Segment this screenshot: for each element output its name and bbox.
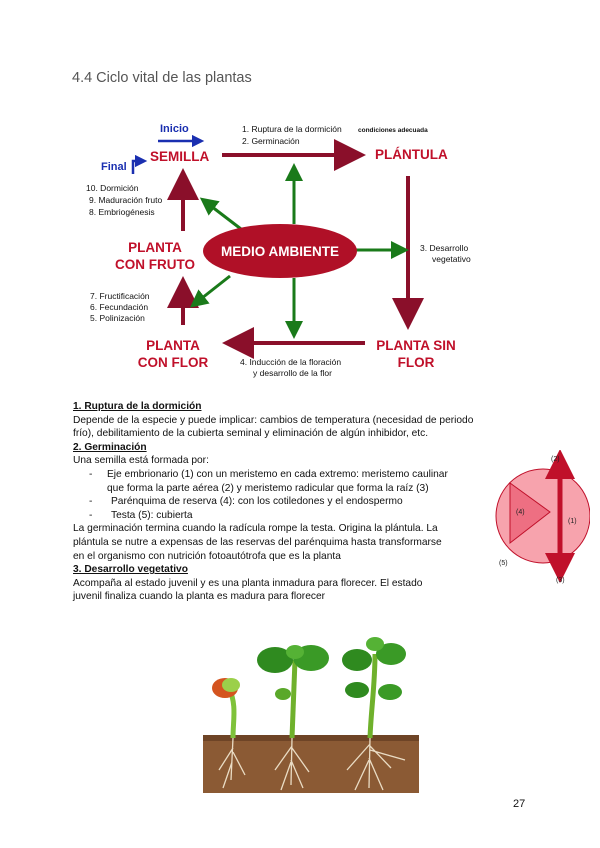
seedling-2-leaf-left bbox=[257, 647, 293, 673]
step-semilla-9: 9. Maduración fruto bbox=[89, 195, 163, 205]
paragraph-germinacion-end-2: plántula se nutre a expensas de las rese… bbox=[73, 536, 442, 548]
seed-label-3: (3) bbox=[556, 577, 565, 584]
paragraph-germinacion-intro: Una semilla está formada por: bbox=[73, 455, 209, 467]
step-fruto-6: 6. Fecundación bbox=[90, 302, 148, 312]
seedling-3-leaf-left bbox=[342, 649, 372, 671]
label-sin-flor-2: FLOR bbox=[398, 355, 435, 370]
label-con-flor-2: CON FLOR bbox=[138, 355, 209, 370]
page-number: 27 bbox=[513, 798, 526, 810]
paragraph-germinacion-end-3: en el organismo con nutrición fotoautótr… bbox=[73, 550, 341, 562]
label-plantula: PLÁNTULA bbox=[375, 147, 448, 162]
bullet-testa: - Testa (5): cubierta bbox=[89, 509, 193, 521]
paragraph-desarrollo-1: Acompaña al estado juvenil y es una plan… bbox=[73, 577, 423, 589]
medio-ambiente-ellipse bbox=[203, 224, 357, 278]
paragraph-desarrollo-2: juvenil finaliza cuando la planta es mad… bbox=[73, 591, 326, 603]
medio-ambiente-label: MEDIO AMBIENTE bbox=[221, 244, 339, 259]
label-inicio: Inicio bbox=[160, 123, 189, 135]
step-3-line2: vegetativo bbox=[432, 254, 471, 264]
step-4-line2: y desarrollo de la flor bbox=[253, 368, 332, 378]
heading-ruptura: 1. Ruptura de la dormición bbox=[73, 401, 202, 412]
bullet-testa-line: Testa (5): cubierta bbox=[111, 509, 193, 521]
paragraph-germinacion-end-1: La germinación termina cuando la radícul… bbox=[73, 523, 438, 535]
seed-label-1: (1) bbox=[568, 518, 577, 525]
label-con-fruto-2: CON FRUTO bbox=[115, 257, 195, 272]
seed-reserva bbox=[509, 482, 551, 545]
label-final: Final bbox=[101, 161, 127, 173]
arrow-env-fruto-side bbox=[189, 274, 231, 308]
label-semilla: SEMILLA bbox=[150, 149, 209, 164]
step-fruto-5: 5. Polinización bbox=[90, 313, 145, 323]
step-2: 2. Germinación bbox=[242, 136, 300, 146]
step-semilla-10: 10. Dormición bbox=[86, 183, 139, 193]
bullet-parenquima: - Parénquima de reserva (4): con los cot… bbox=[89, 496, 403, 508]
seed-label-5: (5) bbox=[499, 560, 508, 567]
bullet-eje: - Eje embrionario (1) con un meristemo e… bbox=[89, 468, 448, 494]
step-fruto-7: 7. Fructificación bbox=[90, 291, 150, 301]
heading-desarrollo: 3. Desarrollo vegetativo bbox=[73, 564, 188, 576]
life-cycle-diagram: MEDIO AMBIENTE Inicio Final SEMILLA PLÁN… bbox=[86, 123, 471, 378]
roots bbox=[218, 737, 406, 791]
label-con-flor-1: PLANTA bbox=[146, 338, 200, 353]
bullet-parenquima-line: Parénquima de reserva (4): con los cotil… bbox=[111, 496, 403, 508]
step-1: 1. Ruptura de la dormición bbox=[242, 124, 342, 134]
label-con-fruto-1: PLANTA bbox=[128, 240, 182, 255]
seed-label-2: (2) bbox=[551, 456, 560, 463]
arrow-final bbox=[131, 154, 148, 174]
step-3-line1: 3. Desarrollo bbox=[420, 243, 468, 253]
section-title: 4.4 Ciclo vital de las plantas bbox=[72, 70, 252, 86]
arrow-env-semilla-side bbox=[199, 197, 242, 231]
label-sin-flor-1: PLANTA SIN bbox=[376, 338, 456, 353]
body-text: 1. Ruptura de la dormición Depende de la… bbox=[73, 400, 513, 604]
step-4-line1: 4. Inducción de la floración bbox=[240, 357, 341, 367]
germination-illustration bbox=[203, 637, 419, 793]
step-semilla-8: 8. Embriogénesis bbox=[89, 207, 155, 217]
bullet-eje-line1: Eje embrionario (1) con un meristemo en … bbox=[107, 468, 448, 480]
paragraph-ruptura-2: frío), debilitamiento de la cubierta sem… bbox=[73, 428, 429, 440]
heading-germinacion: 2. Germinación bbox=[73, 441, 147, 453]
seedling-3-leaf-right bbox=[376, 643, 406, 665]
step-1-condiciones: condiciones adecuada bbox=[358, 127, 428, 134]
bullet-eje-line2: que forma la parte aérea (2) y meristemo… bbox=[107, 482, 429, 494]
seed-figure: (2) (4) (1) (5) (3) bbox=[495, 450, 590, 584]
paragraph-ruptura-1: Depende de la especie y puede implicar: … bbox=[73, 414, 474, 426]
seed-label-4: (4) bbox=[516, 509, 525, 516]
